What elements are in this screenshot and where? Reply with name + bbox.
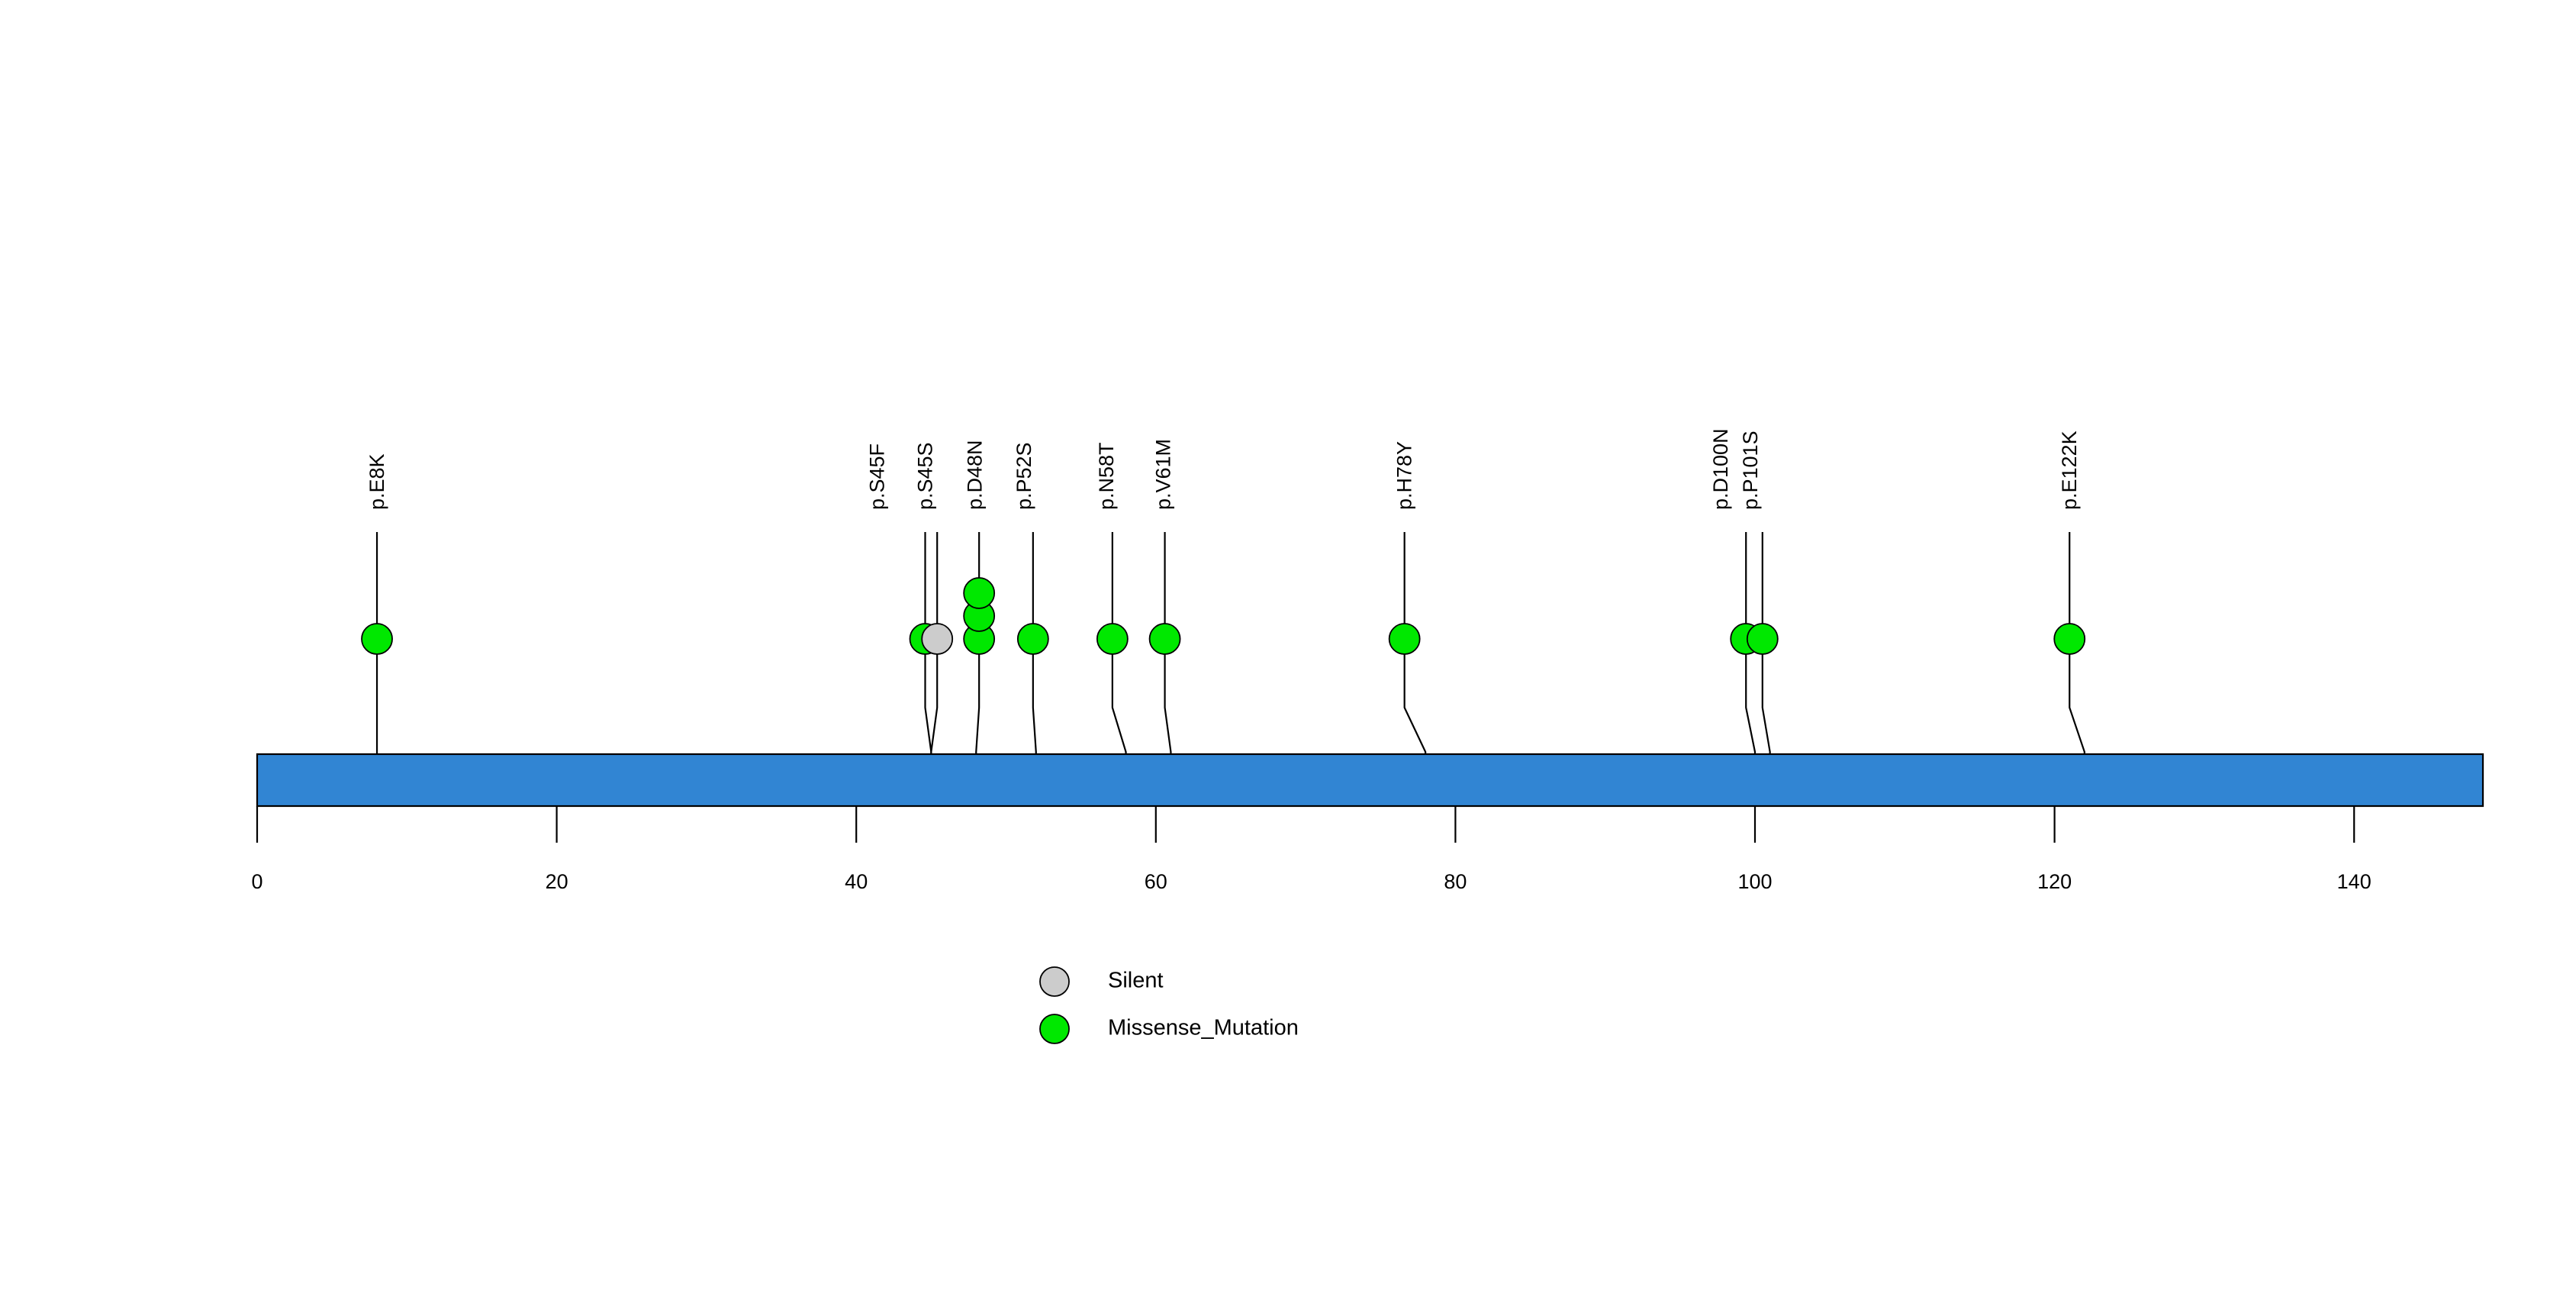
axis-tick-label: 60 bbox=[1145, 870, 1167, 893]
legend-swatch bbox=[1039, 966, 1070, 997]
axis-tick-label: 100 bbox=[1737, 870, 1772, 893]
x-axis-layer: 0 20 40 60 80 100 120 140 bbox=[251, 806, 2372, 893]
protein-domain-bar bbox=[256, 753, 2484, 808]
mutation-marker[interactable] bbox=[921, 623, 954, 655]
mutation-label: p.V61M bbox=[1152, 439, 1175, 510]
legend-swatch bbox=[1039, 1014, 1070, 1044]
mutation-labels-layer: p.E8K p.S45F p.S45S p.D48N p.P52S p.N58T p.V61… bbox=[365, 428, 2081, 510]
mutation-marker[interactable] bbox=[1148, 623, 1181, 655]
mutation-label: p.D48N bbox=[963, 440, 986, 510]
mutation-marker[interactable] bbox=[1746, 623, 1779, 655]
axis-tick-label: 0 bbox=[251, 870, 262, 893]
mutation-label: p.H78Y bbox=[1393, 441, 1416, 510]
mutation-label: p.E8K bbox=[365, 453, 388, 510]
axis-tick-label: 20 bbox=[546, 870, 568, 893]
mutation-label: p.P101S bbox=[1739, 431, 1762, 510]
mutation-label: p.S45F bbox=[866, 443, 889, 510]
mutation-label: p.S45S bbox=[913, 442, 936, 510]
mutation-label: p.N58T bbox=[1095, 442, 1118, 510]
mutation-label: p.D100N bbox=[1709, 428, 1732, 510]
legend-label: Silent bbox=[1108, 969, 1164, 993]
mutation-marker[interactable] bbox=[1096, 623, 1129, 655]
mutation-marker[interactable] bbox=[963, 577, 996, 609]
mutation-marker[interactable] bbox=[361, 623, 393, 655]
mutation-label: p.P52S bbox=[1013, 442, 1035, 510]
axis-tick-label: 120 bbox=[2037, 870, 2072, 893]
legend-label: Missense_Mutation bbox=[1108, 1016, 1299, 1040]
mutation-marker[interactable] bbox=[1016, 623, 1049, 655]
mutation-label: p.E122K bbox=[2058, 431, 2081, 510]
mutation-marker[interactable] bbox=[2053, 623, 2086, 655]
axis-tick-label: 40 bbox=[845, 870, 868, 893]
mutation-markers-layer bbox=[361, 577, 2086, 655]
protein-bar-layer bbox=[256, 753, 2484, 808]
axis-tick-label: 140 bbox=[2337, 870, 2372, 893]
axis-tick-label: 80 bbox=[1444, 870, 1467, 893]
mutation-marker[interactable] bbox=[1388, 623, 1421, 655]
